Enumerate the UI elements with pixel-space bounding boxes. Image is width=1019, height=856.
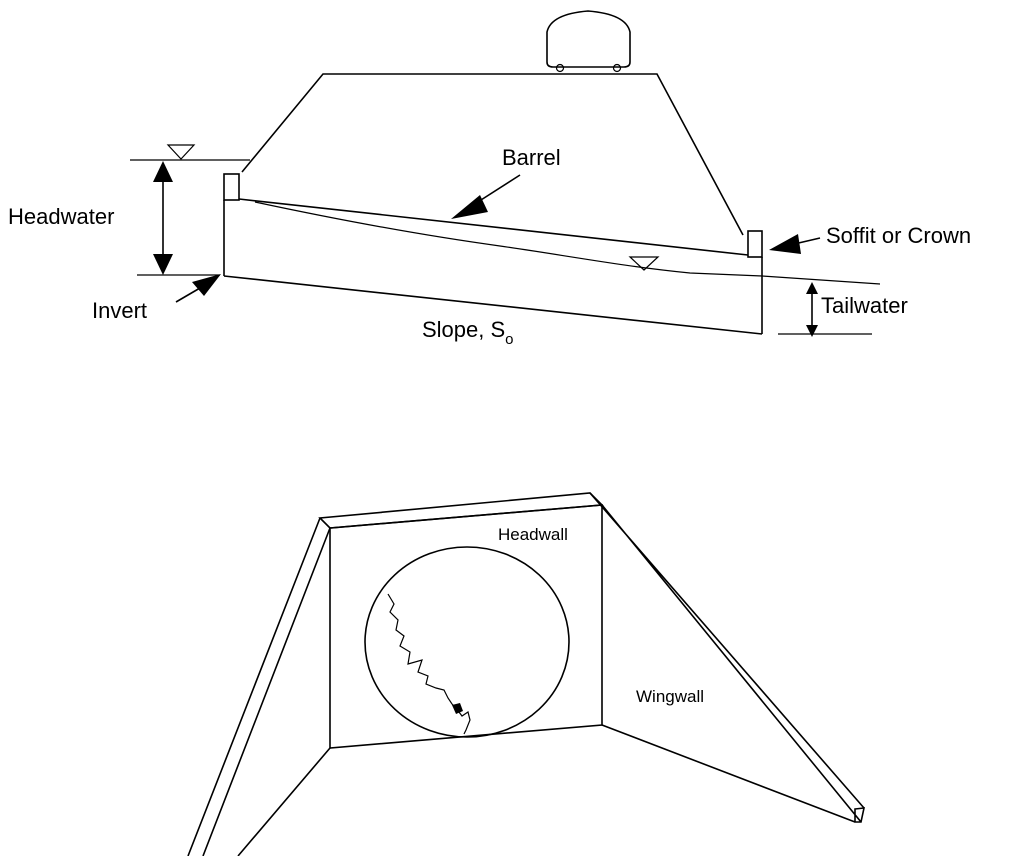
slope-label: Slope, So	[422, 317, 514, 348]
slope-label-text: Slope, S	[422, 317, 505, 342]
headwater-arrow-down	[153, 254, 173, 275]
tailwater-arrow-down	[806, 325, 818, 337]
headwall-top-slab	[318, 492, 604, 529]
inlet-end-block	[223, 173, 240, 201]
outlet-end-block	[747, 230, 763, 258]
barrel-water-surface-symbol	[628, 256, 660, 271]
headwater-surface-symbol	[166, 144, 196, 160]
barrel-label: Barrel	[502, 145, 561, 170]
slope-subscript: o	[505, 331, 513, 348]
pipe-opening	[364, 546, 570, 738]
pipe-debris-line	[387, 593, 471, 735]
water-surface-profile	[254, 201, 881, 285]
road-embankment	[241, 73, 744, 236]
right-wingwall	[589, 492, 866, 823]
invert-arrow-head	[192, 274, 221, 296]
soffit-label: Soffit or Crown	[826, 223, 971, 248]
culvert-profile: Barrel Headwater Soffit or Crown Invert …	[8, 10, 971, 348]
vehicle-icon	[546, 10, 631, 73]
wingwall-label: Wingwall	[636, 687, 704, 706]
headwall-label: Headwall	[498, 525, 568, 544]
pipe-debris-blot	[452, 703, 463, 714]
headwater-arrow-up	[153, 161, 173, 182]
invert-leader-line	[175, 287, 201, 303]
soffit-arrow-head	[769, 234, 801, 254]
left-wingwall	[187, 517, 331, 856]
tailwater-arrow-up	[806, 282, 818, 294]
tailwater-label: Tailwater	[821, 293, 908, 318]
barrel-invert-line	[223, 275, 763, 335]
culvert-inlet-perspective: Headwall Wingwall	[187, 492, 866, 856]
barrel-crown-line	[238, 198, 749, 256]
invert-label: Invert	[92, 298, 147, 323]
barrel-arrow-head	[451, 195, 488, 219]
headwater-label: Headwater	[8, 204, 114, 229]
